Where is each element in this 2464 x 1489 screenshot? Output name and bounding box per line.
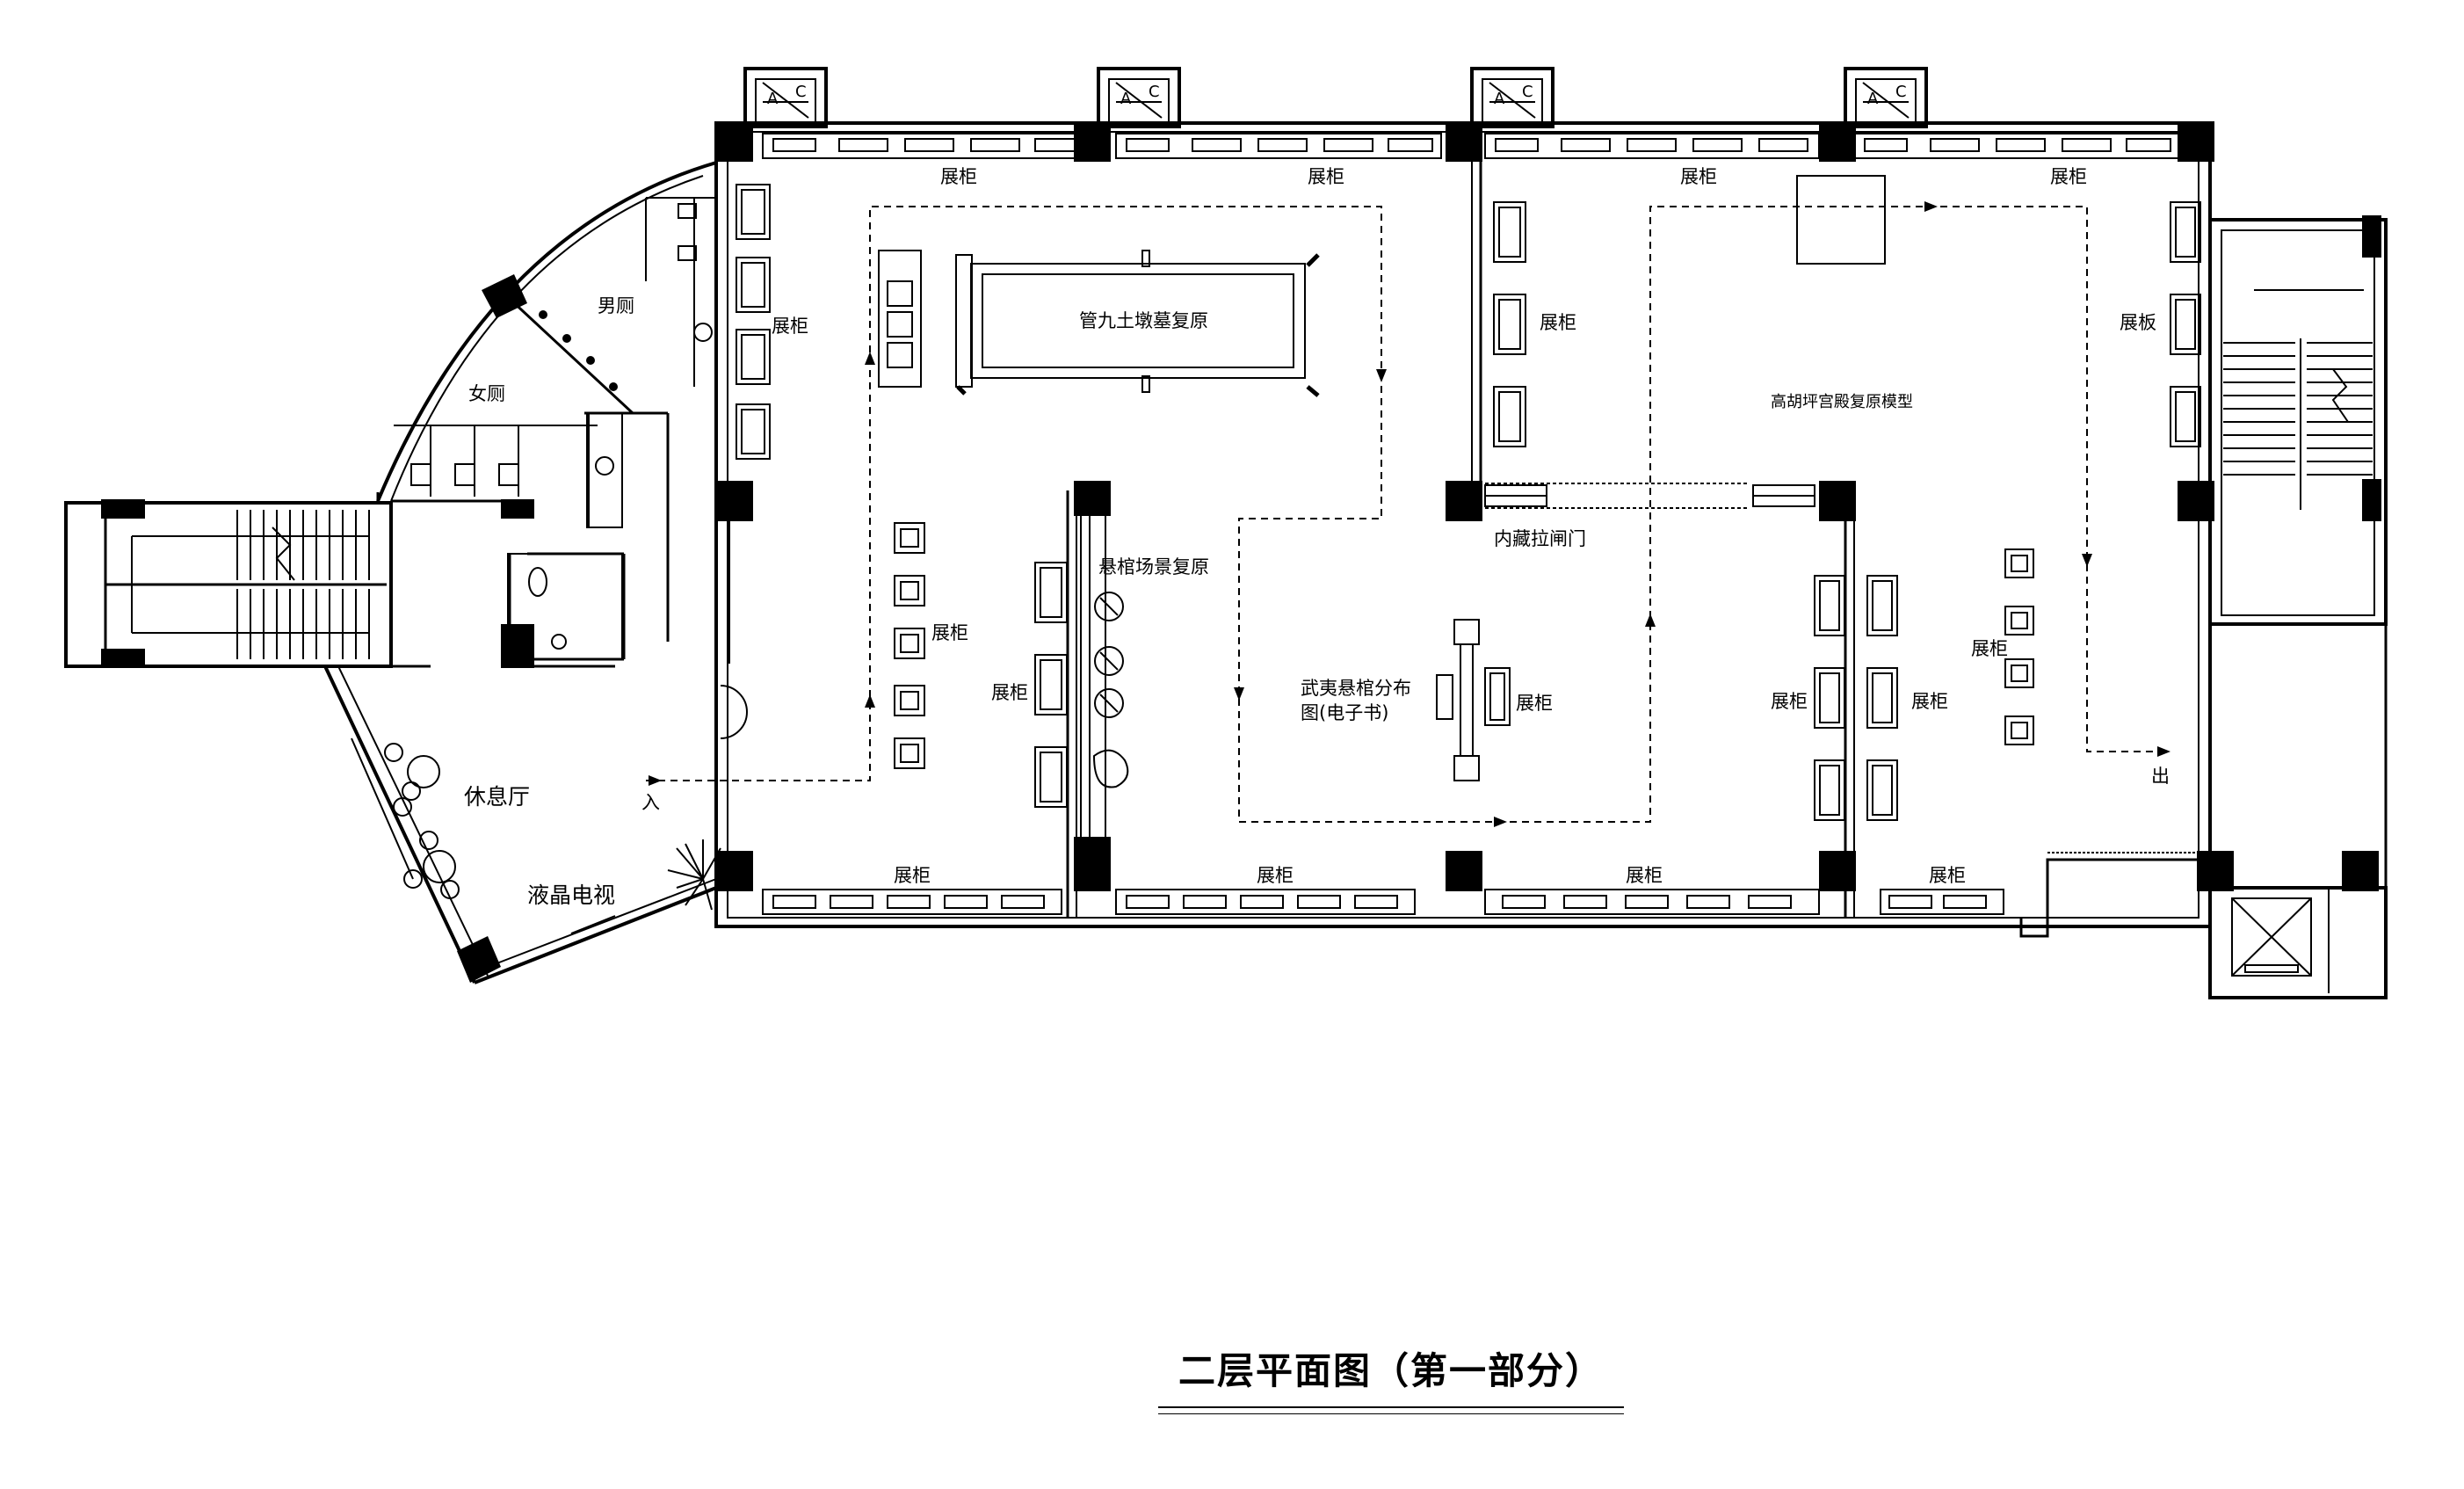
svg-text:展柜: 展柜 <box>1929 865 1966 886</box>
sliding-gate <box>1484 483 1815 509</box>
svg-text:展柜: 展柜 <box>931 622 968 643</box>
bottom-showcases <box>762 889 2004 915</box>
svg-text:悬棺场景复原: 悬棺场景复原 <box>1098 556 1209 577</box>
svg-text:展柜: 展柜 <box>2050 166 2087 187</box>
toilet-fixtures <box>410 203 713 650</box>
left-hall-showcases <box>736 184 1068 808</box>
svg-text:C: C <box>1149 83 1160 101</box>
right-stair-tower <box>2208 218 2388 999</box>
plan-title-text: 二层平面图（第一部分） <box>1178 1349 1604 1392</box>
title-underline <box>1158 1406 1624 1408</box>
svg-text:展柜: 展柜 <box>1680 166 1717 187</box>
plant-icon <box>667 839 721 911</box>
svg-text:内藏拉闸门: 内藏拉闸门 <box>1494 528 1586 549</box>
svg-text:液晶电视: 液晶电视 <box>527 883 615 908</box>
svg-text:休息厅: 休息厅 <box>464 784 530 810</box>
svg-text:展柜: 展柜 <box>1911 691 1948 712</box>
hanging-coffin-scene <box>1080 509 1129 853</box>
urinals <box>539 310 618 391</box>
left-stair-treads <box>236 510 370 659</box>
visitor-route <box>646 206 2162 823</box>
svg-text:图(电子书): 图(电子书) <box>1301 702 1388 723</box>
svg-text:展柜: 展柜 <box>1257 865 1294 886</box>
route-arrows <box>649 201 2170 827</box>
svg-text:A: A <box>1867 90 1879 108</box>
left-wing <box>64 161 748 984</box>
svg-text:展柜: 展柜 <box>940 166 977 187</box>
svg-text:男厕: 男厕 <box>598 295 634 316</box>
right-stair-treads <box>2223 342 2373 476</box>
svg-text:展柜: 展柜 <box>772 316 808 337</box>
svg-text:展柜: 展柜 <box>1540 312 1576 333</box>
svg-text:展柜: 展柜 <box>1771 691 1808 712</box>
svg-text:展柜: 展柜 <box>894 865 931 886</box>
title-underline-thin <box>1158 1413 1624 1414</box>
svg-text:展柜: 展柜 <box>991 682 1028 703</box>
svg-text:管九土墩墓复原: 管九土墩墓复原 <box>1079 310 1208 331</box>
svg-text:C: C <box>1522 83 1533 101</box>
svg-text:A: A <box>1120 90 1132 108</box>
svg-text:展板: 展板 <box>2120 312 2156 333</box>
plan-title: 二层平面图（第一部分） <box>1158 1347 1624 1426</box>
svg-text:展柜: 展柜 <box>1516 693 1553 714</box>
tomb-reconstruction <box>878 250 1320 397</box>
svg-text:展柜: 展柜 <box>1971 638 2008 659</box>
svg-text:A: A <box>767 90 779 108</box>
svg-text:展柜: 展柜 <box>1308 166 1344 187</box>
svg-text:女厕: 女厕 <box>468 383 505 404</box>
svg-text:入: 入 <box>641 792 660 813</box>
wuyi-ebook-stand <box>1436 619 1511 781</box>
svg-text:出: 出 <box>2151 766 2170 787</box>
svg-text:C: C <box>795 83 807 101</box>
svg-text:高胡坪宫殿复原模型: 高胡坪宫殿复原模型 <box>1771 393 1913 411</box>
svg-text:A: A <box>1494 90 1505 108</box>
svg-text:展柜: 展柜 <box>1626 865 1663 886</box>
lounge-seating <box>351 737 616 934</box>
top-stair-bays <box>743 67 1928 128</box>
svg-text:C: C <box>1895 83 1907 101</box>
svg-text:武夷悬棺分布: 武夷悬棺分布 <box>1301 678 1411 699</box>
main-hall-outline <box>714 121 2212 928</box>
right-hall-showcases <box>1493 175 2201 821</box>
zone-labels: 展柜 展柜 展柜 展柜 展柜 展柜 展板 展柜 展柜 展柜 展柜 展柜 展柜 展… <box>464 166 2170 908</box>
